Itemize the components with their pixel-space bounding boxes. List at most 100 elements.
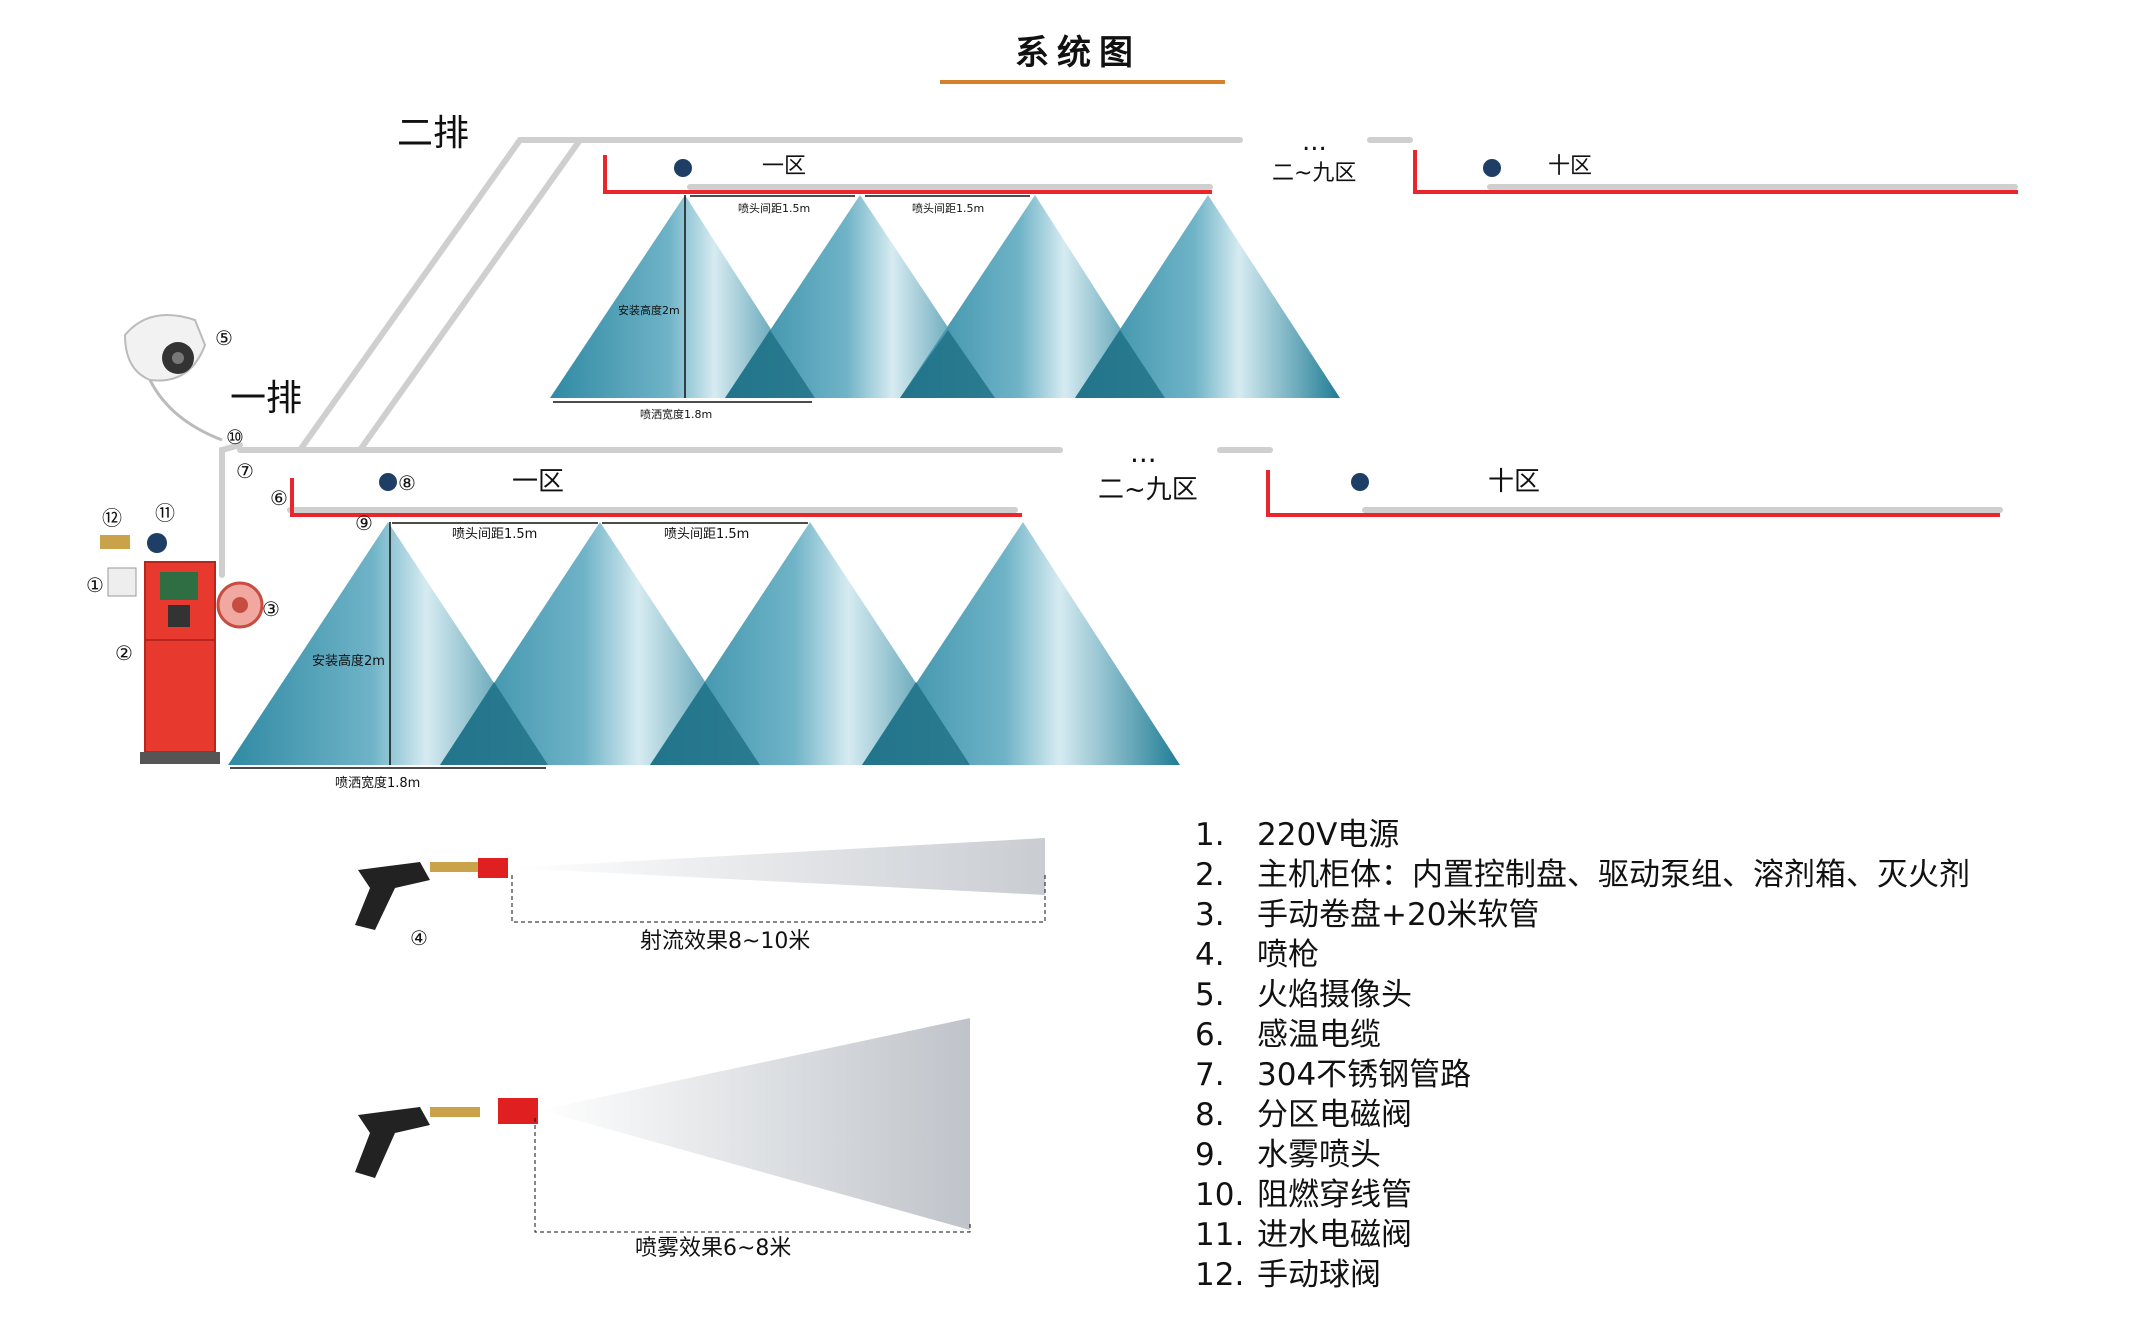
flame-camera-icon [123,314,223,442]
callout-3: ③ [262,597,280,621]
zone-mid-ellipsis-row2: ... [1302,127,1327,157]
heat-sensing-cable [290,150,2018,517]
zone-solenoid-valves [379,159,1501,491]
legend-text: 进水电磁阀 [1257,1217,1412,1253]
callouts: ① ② ③ ④ ⑤ ⑥ ⑦ ⑧ ⑨ ⑩ ⑪ ⑫ [86,326,428,950]
spray-width-label-row1: 喷洒宽度1.8m [335,775,420,791]
ball-valve-icon [100,535,130,549]
row1-label: 一排 [230,378,302,419]
legend-number: 5. [1195,977,1225,1013]
callout-5: ⑤ [215,326,233,350]
legend-item: 7. 304不锈钢管路 [1195,1055,1970,1095]
callout-9: ⑨ [355,511,373,535]
legend-number: 8. [1195,1097,1225,1133]
spray-cone [900,195,1165,398]
legend-number: 3. [1195,897,1225,933]
spray-cones-row1 [228,522,1180,765]
zone-mid-label-row2: 二~九区 [1272,161,1356,186]
legend-item: 1. 220V电源 [1195,815,1970,855]
spray-cone [650,522,970,765]
nozzle-spacing-label-row2a: 喷头间距1.5m [738,202,810,215]
callout-7: ⑦ [236,459,254,483]
valve-icon [674,159,692,177]
legend-number: 10. [1195,1177,1245,1213]
legend-number: 4. [1195,937,1225,973]
valve-icon [1483,159,1501,177]
legend-text: 阻燃穿线管 [1257,1177,1412,1213]
callout-10: ⑩ [226,425,244,449]
nozzle-spacing-label-row1b: 喷头间距1.5m [664,527,749,542]
legend-text: 感温电缆 [1257,1017,1381,1053]
legend-text: 喷枪 [1257,937,1319,973]
zone1-label-row1: 一区 [512,467,564,497]
zone-mid-label-row1: 二~九区 [1098,475,1198,505]
legend-number: 1. [1195,817,1225,853]
zone-mid-ellipsis-row1: ... [1130,436,1157,469]
spray-cones-row2 [550,195,1340,398]
spray-cone [862,522,1180,765]
legend-text: 火焰摄像头 [1257,977,1412,1013]
row2-label: 二排 [397,113,469,154]
legend-number: 11. [1195,1217,1245,1253]
legend-item: 9. 水雾喷头 [1195,1135,1970,1175]
callout-12: ⑫ [102,506,122,530]
callout-8: ⑧ [398,471,416,495]
diagram-title: 系统图 [1015,33,1141,73]
legend-text: 水雾喷头 [1257,1137,1381,1173]
legend-number: 7. [1195,1057,1225,1093]
spray-width-label-row2: 喷洒宽度1.8m [640,407,712,421]
spray-cone [725,195,995,398]
legend-text: 304不锈钢管路 [1257,1057,1472,1093]
spray-gun-jet [355,838,1046,930]
legend-text: 手动球阀 [1257,1257,1381,1293]
legend-item: 2. 主机柜体：内置控制盘、驱动泵组、溶剂箱、灭火剂 [1195,855,1970,895]
spray-cone [228,522,548,765]
zone1-label-row2: 一区 [762,154,806,179]
legend-number: 9. [1195,1137,1225,1173]
legend-item: 4. 喷枪 [1195,935,1970,975]
dimension-lines-row2 [553,195,1030,403]
legend-number: 2. [1195,857,1225,893]
nozzle-spacing-label-row1a: 喷头间距1.5m [452,527,537,542]
dimension-lines-row1 [230,522,808,769]
mist-effect-label: 喷雾效果6~8米 [635,1236,791,1261]
power-socket-icon [107,567,137,597]
hose-reel-icon [216,581,264,629]
legend-number: 12. [1195,1257,1245,1293]
spray-cone [1075,195,1340,398]
callout-6: ⑥ [270,486,288,510]
nozzle-spacing-label-row2b: 喷头间距1.5m [912,202,984,215]
legend-item: 11. 进水电磁阀 [1195,1215,1970,1255]
legend-number: 6. [1195,1017,1225,1053]
spray-gun-mist [355,1018,971,1233]
inlet-valve-icon [147,533,167,553]
legend-item: 3. 手动卷盘+20米软管 [1195,895,1970,935]
pipe-network [219,137,2018,578]
install-height-label-row2: 安装高度2m [618,303,680,317]
zone10-label-row2: 十区 [1548,154,1592,179]
spray-cone [440,522,760,765]
legend-item: 12. 手动球阀 [1195,1255,1970,1295]
install-height-label-row1: 安装高度2m [312,653,385,669]
legend-list: 1. 220V电源 2. 主机柜体：内置控制盘、驱动泵组、溶剂箱、灭火剂 3. 手动卷盘+… [1195,815,1970,1295]
legend-text: 220V电源 [1257,817,1400,853]
legend-item: 5. 火焰摄像头 [1195,975,1970,1015]
main-cabinet [140,561,220,764]
legend-item: 6. 感温电缆 [1195,1015,1970,1055]
legend-text: 分区电磁阀 [1257,1097,1412,1133]
legend-text: 手动卷盘+20米软管 [1257,897,1540,933]
valve-icon [1351,473,1369,491]
legend-item: 8. 分区电磁阀 [1195,1095,1970,1135]
callout-4: ④ [410,926,428,950]
legend-text: 主机柜体：内置控制盘、驱动泵组、溶剂箱、灭火剂 [1257,857,1970,893]
legend-item: 10. 阻燃穿线管 [1195,1175,1970,1215]
spray-cone [550,195,815,398]
jet-effect-label: 射流效果8~10米 [640,929,810,954]
valve-icon [379,473,397,491]
callout-11: ⑪ [155,501,175,525]
callout-2: ② [115,641,133,665]
callout-1: ① [86,573,104,597]
zone10-label-row1: 十区 [1488,467,1540,497]
